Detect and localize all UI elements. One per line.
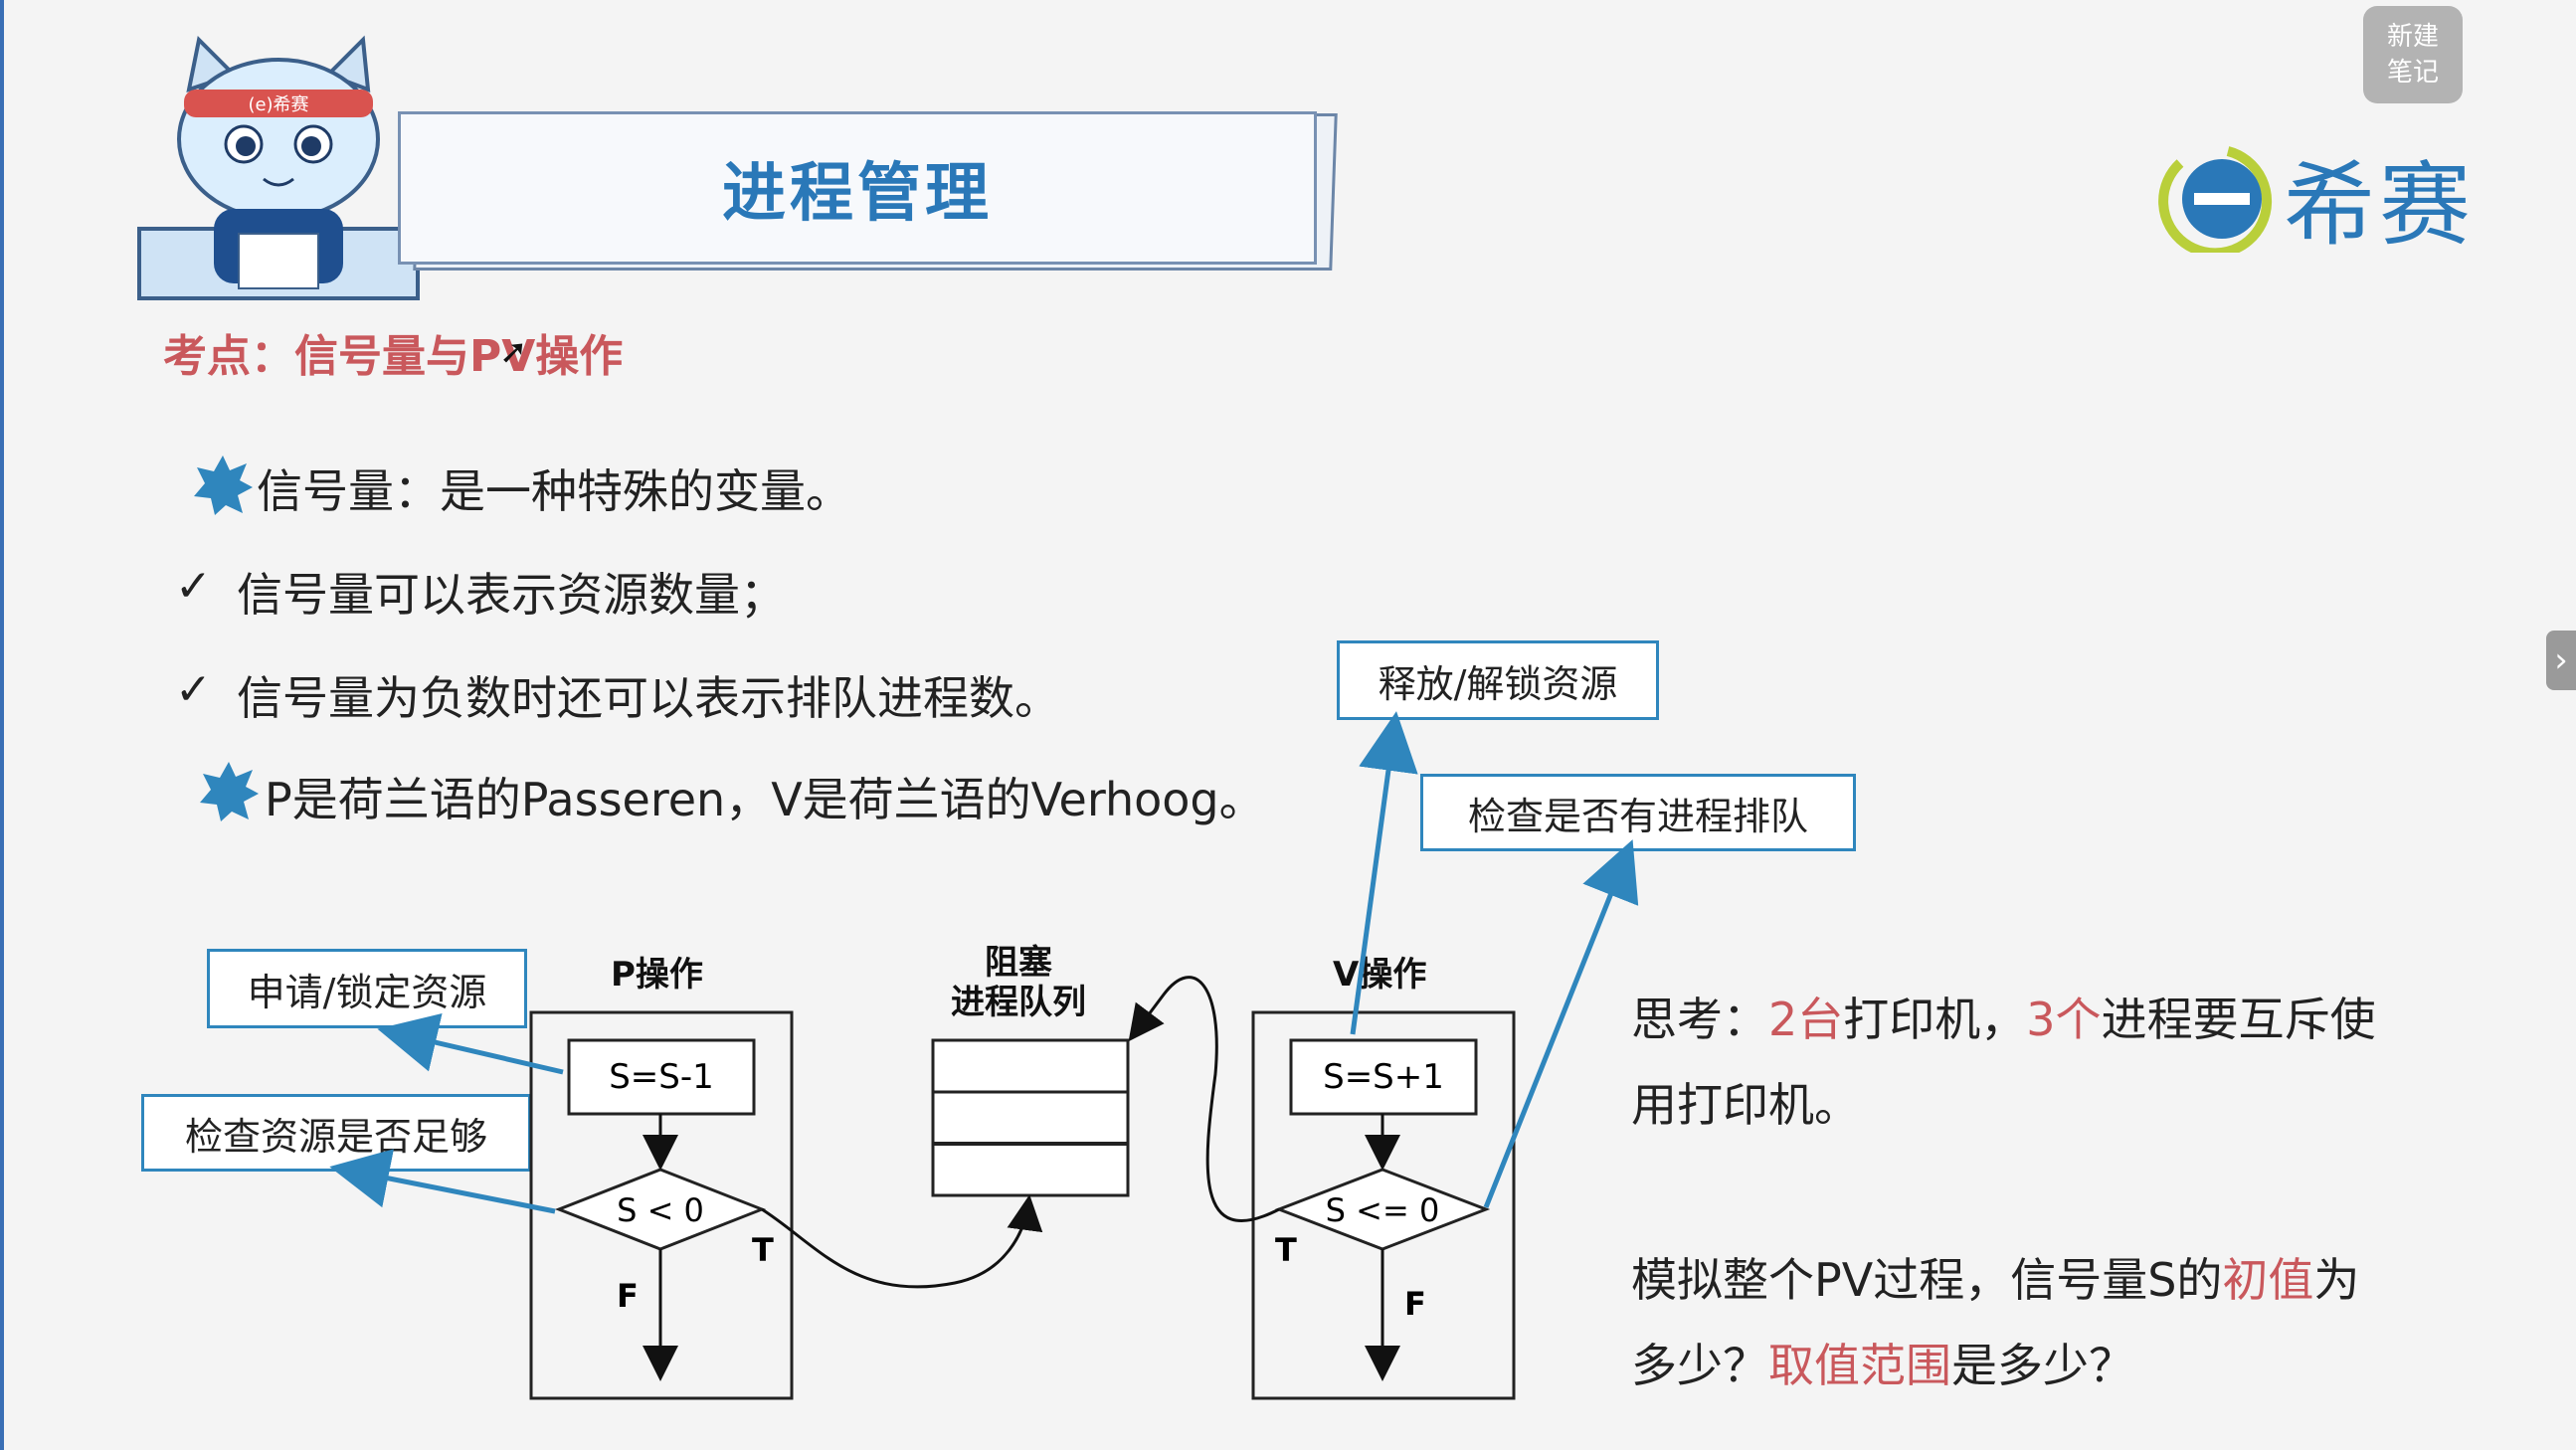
v-false-label: F bbox=[1404, 1285, 1426, 1323]
think-question-line3: 模拟整个PV过程，信号量S的初值为 bbox=[1631, 1237, 2359, 1323]
new-note-label-line1: 新建 bbox=[2386, 22, 2439, 52]
think-question-line4: 多少？取值范围是多少？ bbox=[1631, 1323, 2134, 1408]
star-bullet-icon bbox=[200, 762, 259, 821]
p-true-label: T bbox=[752, 1231, 774, 1269]
bullet-resource-count: 信号量可以表示资源数量； bbox=[237, 568, 786, 622]
slide-title: 进程管理 bbox=[722, 157, 993, 231]
note-check-queue: 检查是否有进程排队 bbox=[1420, 774, 1856, 851]
think-process-count: 3个 bbox=[2026, 993, 2102, 1046]
v-operation-box bbox=[1251, 1010, 1516, 1400]
svg-text:(e)希赛: (e)希赛 bbox=[248, 94, 308, 115]
mascot-cat-illustration: (e)希赛 bbox=[137, 35, 420, 300]
checkmark-icon: ✓ bbox=[175, 561, 212, 612]
think-question-line2: 用打印机。 bbox=[1631, 1078, 1860, 1132]
p-operation-title: P操作 bbox=[611, 955, 703, 995]
logo-e-icon bbox=[2158, 145, 2273, 253]
checkmark-icon: ✓ bbox=[175, 664, 212, 715]
think-mutex-text: 进程要互斥使 bbox=[2101, 993, 2376, 1046]
think-value-range: 取值范围 bbox=[1768, 1339, 1951, 1392]
v-operation-title: V操作 bbox=[1333, 955, 1427, 995]
new-note-button[interactable]: 新建 笔记 bbox=[2363, 6, 2463, 103]
brand-logo: 希赛 bbox=[2158, 131, 2475, 264]
next-panel-arrow-button[interactable]: › bbox=[2546, 631, 2576, 690]
star-bullet-icon bbox=[194, 455, 253, 515]
think-question-line1: 思考：2台打印机，3个进程要互斥使 bbox=[1631, 977, 2376, 1062]
bullet-pv-origin: P是荷兰语的Passeren，V是荷兰语的Verhoog。 bbox=[265, 773, 1265, 826]
think-printer-count: 2台 bbox=[1768, 993, 1844, 1046]
v-condition-text: S <= 0 bbox=[1326, 1191, 1440, 1229]
p-step-text: S=S-1 bbox=[609, 1057, 714, 1097]
note-apply-lock-resource: 申请/锁定资源 bbox=[207, 949, 527, 1028]
new-note-label-line2: 笔记 bbox=[2386, 58, 2439, 88]
v-true-label: T bbox=[1275, 1231, 1297, 1269]
logo-text: 希赛 bbox=[2284, 152, 2476, 259]
think-is-how-much: 是多少？ bbox=[1951, 1339, 2134, 1392]
blocked-queue-box bbox=[931, 1038, 1130, 1197]
blocked-queue-title-1: 阻塞 bbox=[985, 943, 1052, 983]
think-prefix: 思考： bbox=[1631, 993, 1768, 1046]
title-banner: 进程管理 bbox=[398, 111, 1317, 265]
p-condition-text: S < 0 bbox=[617, 1191, 704, 1229]
blocked-queue-title-2: 进程队列 bbox=[951, 983, 1086, 1022]
think-how-much: 多少？ bbox=[1631, 1339, 1768, 1392]
v-step-text: S=S+1 bbox=[1323, 1057, 1444, 1097]
chevron-right-icon: › bbox=[2554, 640, 2568, 680]
bullet-queue-count: 信号量为负数时还可以表示排队进程数。 bbox=[237, 671, 1060, 725]
note-release-unlock-resource: 释放/解锁资源 bbox=[1337, 640, 1659, 720]
think-printer-text: 打印机， bbox=[1843, 993, 2027, 1046]
left-frame-border bbox=[0, 0, 4, 1450]
think-for-text: 为 bbox=[2313, 1253, 2360, 1307]
think-initial-value: 初值 bbox=[2222, 1253, 2314, 1307]
mouse-cursor-icon: ➚ bbox=[499, 332, 528, 372]
exam-topic: 考点：信号量与PV操作 bbox=[163, 331, 624, 382]
think-simulate-text: 模拟整个PV过程，信号量S的 bbox=[1631, 1253, 2223, 1307]
p-false-label: F bbox=[617, 1277, 639, 1315]
bullet-semaphore-definition: 信号量：是一种特殊的变量。 bbox=[257, 464, 851, 518]
